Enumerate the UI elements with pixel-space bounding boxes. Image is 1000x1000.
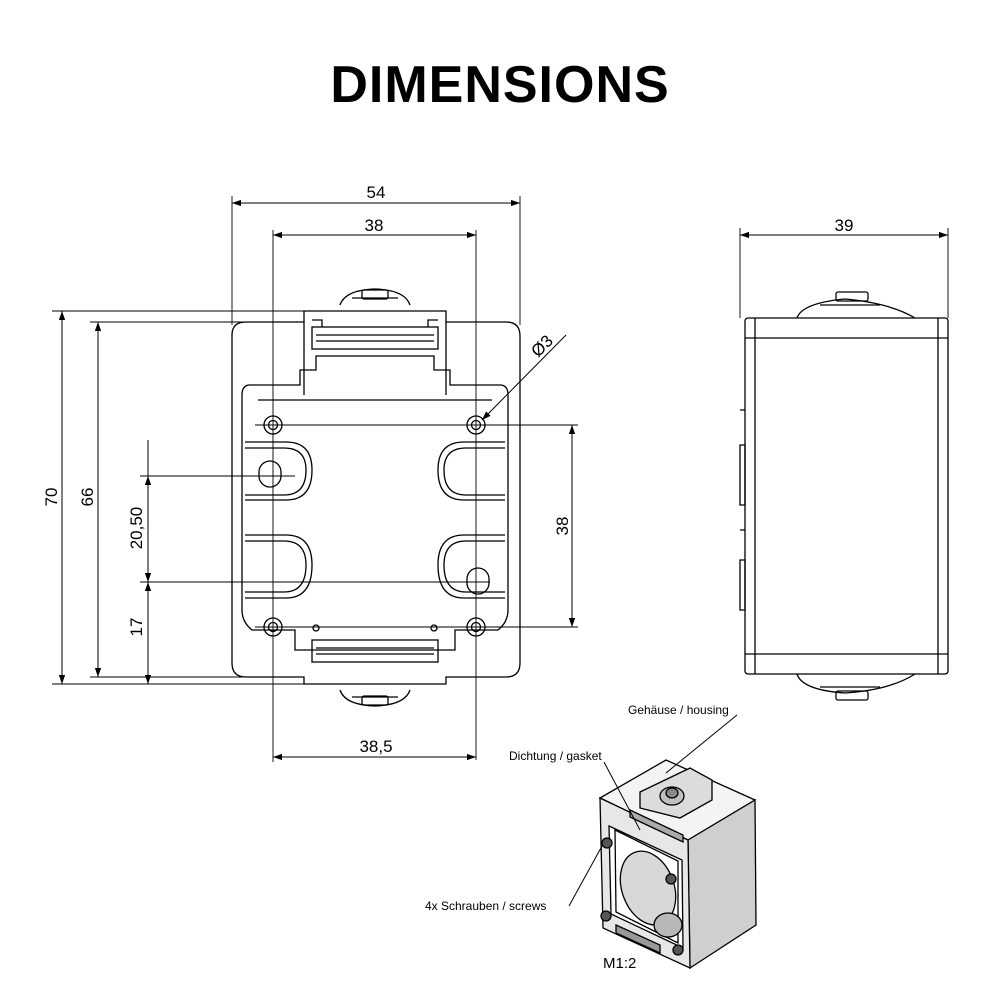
knockout-lower-right <box>437 534 505 599</box>
front-dimension-lines <box>58 199 576 761</box>
label-gasket: Dichtung / gasket <box>509 749 602 763</box>
iso-screws <box>600 837 684 956</box>
page-title: DIMENSIONS <box>330 56 670 114</box>
front-housing-outline <box>231 310 521 685</box>
dim-height-inner: 66 <box>78 488 97 507</box>
label-scale: M1:2 <box>603 955 636 972</box>
dim-width-bottom: 38,5 <box>359 737 392 756</box>
dim-depth: 39 <box>835 216 854 235</box>
dim-hole-spacing-right: 38 <box>553 517 572 536</box>
knockout-upper-right <box>437 441 505 501</box>
dim-height-outer: 70 <box>42 488 61 507</box>
iso-leader-lines <box>568 714 738 907</box>
dim-width-top: 38 <box>365 216 384 235</box>
label-screws: 4x Schrauben / screws <box>425 899 546 913</box>
iso-view <box>598 759 757 970</box>
slot-right <box>466 567 490 595</box>
side-view <box>739 228 949 701</box>
side-housing-outline <box>744 317 949 675</box>
dim-hole-diameter: Ø3 <box>527 331 556 360</box>
dim-hole-spacing-left: 20,50 <box>127 507 146 550</box>
knockout-lower-left <box>245 534 313 599</box>
label-housing: Gehäuse / housing <box>628 703 729 717</box>
top-screw-head <box>339 288 411 306</box>
dim-bottom-offset: 17 <box>127 618 146 637</box>
front-view <box>52 196 578 762</box>
slot-left <box>258 460 282 488</box>
dim-width-outer: 54 <box>367 183 386 202</box>
bottom-screw-head <box>339 689 411 707</box>
knockout-upper-left <box>245 441 313 501</box>
front-inner-cavity <box>241 355 509 651</box>
